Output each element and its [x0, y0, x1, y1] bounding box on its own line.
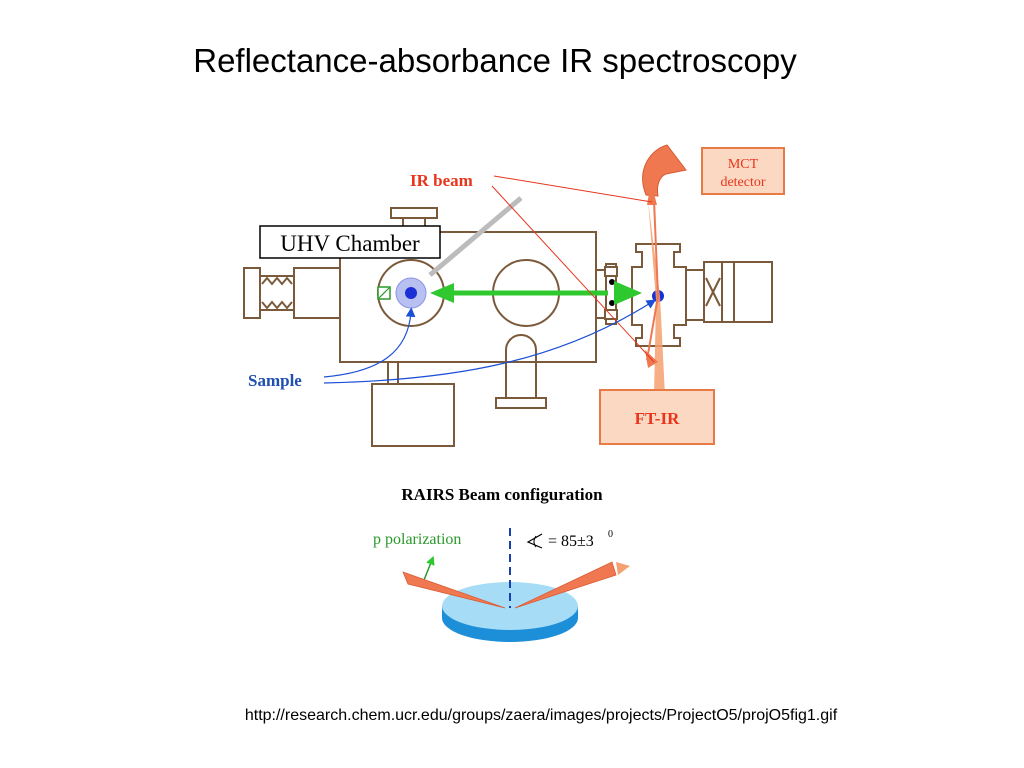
ir-beam-cone	[642, 144, 687, 396]
slide-title: Reflectance-absorbance IR spectroscopy	[193, 42, 797, 79]
pump-box	[371, 361, 455, 447]
svg-text:= 85±3: = 85±3	[548, 533, 594, 550]
sample-dot	[405, 287, 417, 299]
uhv-chamber-label: UHV Chamber	[259, 225, 441, 259]
p-polarization-label: p polarization	[373, 531, 461, 548]
kbr-window-top	[609, 279, 615, 285]
right-cross	[631, 243, 773, 347]
source-url[interactable]: http://research.chem.ucr.edu/groups/zaer…	[244, 707, 838, 724]
sample-label: Sample	[248, 371, 302, 390]
ir-beam-label: IR beam	[410, 171, 473, 190]
rairs-title: RAIRS Beam configuration	[401, 485, 603, 504]
ftir-label: FT-IR	[635, 409, 680, 428]
ftir-box: FT-IR	[599, 389, 715, 445]
incident-beam	[402, 571, 506, 609]
ir-beam-pointers	[491, 175, 655, 363]
reflected-beam-tip	[616, 562, 630, 575]
polarization-arrow	[423, 555, 435, 581]
mct-detector: MCT detector	[701, 147, 785, 195]
kbr-window-bottom	[609, 300, 615, 306]
angle-label: = 85±3 0	[526, 529, 613, 550]
reflected-beam	[514, 561, 617, 609]
manipulator-rod	[428, 196, 523, 277]
svg-text:UHV Chamber: UHV Chamber	[280, 231, 420, 256]
svg-text:0: 0	[608, 529, 613, 540]
ir-beam-path	[430, 281, 642, 305]
mct-label-1: MCT	[728, 157, 759, 172]
bottom-port	[495, 334, 547, 409]
left-manipulator	[243, 267, 341, 319]
sample-pointers	[323, 299, 657, 384]
mct-label-2: detector	[720, 175, 765, 190]
